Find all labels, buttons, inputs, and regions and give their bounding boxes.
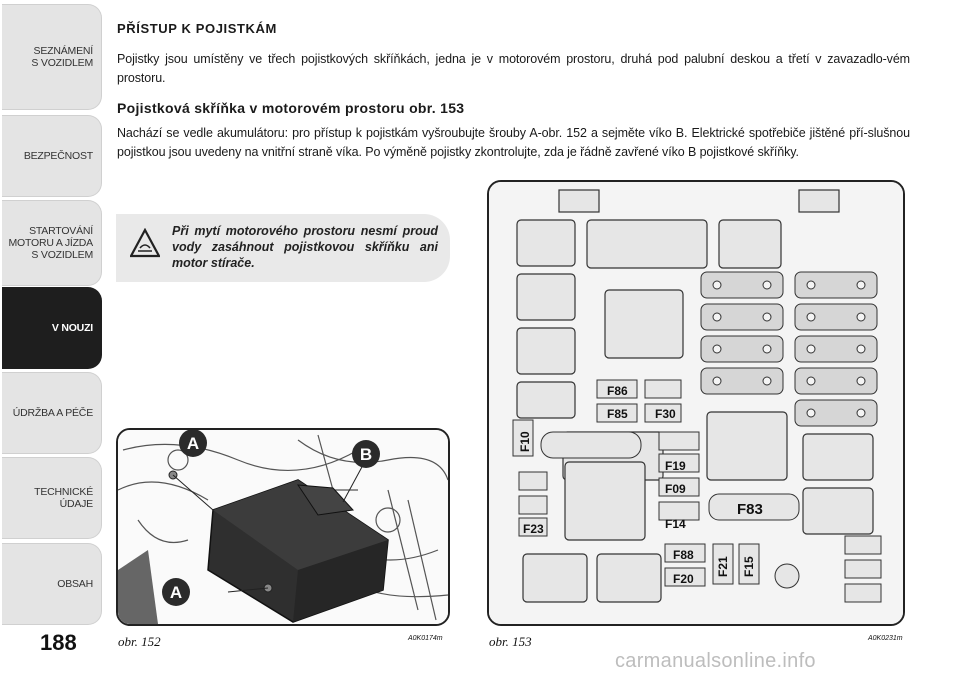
warning-text: Při mytí motorového prostoru nesmí proud… [172,224,438,270]
watermark: carmanualsonline.info [615,650,816,672]
intro-paragraph: Pojistky jsou umístěny ve třech pojistko… [117,52,910,85]
fuse-label-f15: F15 [742,556,756,577]
callout-a-top: A [179,430,207,457]
fuse-label-f23: F23 [523,522,544,536]
warning-triangle-icon [130,228,160,258]
callout-a-bottom: A [162,578,190,606]
sidebar-tab-bezpecnost[interactable]: BEZPEČNOST [2,115,102,197]
section-heading: PŘÍSTUP K POJISTKÁM [117,21,277,36]
svg-text:B: B [360,445,372,464]
sidebar-tab-seznameni[interactable]: SEZNÁMENÍ S VOZIDLEM [2,4,102,110]
fuse-label-f10: F10 [518,431,532,452]
figure-152-caption: obr. 152 [118,634,161,649]
callout-b: B [352,440,380,468]
svg-text:A: A [187,434,199,453]
sidebar-tab-startovani[interactable]: STARTOVÁNÍ MOTORU A JÍZDA S VOZIDLEM [2,200,102,286]
engine-bay-illustration: A B A [118,430,448,624]
figure-152-engine-bay: A B A [116,428,450,626]
figure-153-code: A0K0231m [868,635,903,642]
page-number: 188 [40,630,77,655]
fuse-label-f86: F86 [607,384,628,398]
fuse-label-f14: F14 [665,517,686,531]
sidebar-tab-technicke[interactable]: TECHNICKÉ ÚDAJE [2,457,102,539]
fuse-label-f20: F20 [673,572,694,586]
sidebar-tab-v-nouzi[interactable]: V NOUZI [2,287,102,369]
svg-text:A: A [170,583,182,602]
fuse-label-f30: F30 [655,407,676,421]
fuse-label-f19: F19 [665,459,686,473]
fuse-label-f85: F85 [607,407,628,421]
sidebar-tab-obsah[interactable]: OBSAH [2,543,102,625]
fuse-label-f21: F21 [716,556,730,577]
sidebar-tab-udrzba[interactable]: ÚDRŽBA A PÉČE [2,372,102,454]
fuse-label-f83: F83 [737,501,763,518]
figure-153-caption: obr. 153 [489,634,532,649]
figure-152-code: A0K0174m [408,635,443,642]
warning-box: Při mytí motorového prostoru nesmí proud… [116,214,450,282]
fuse-label-f09: F09 [665,482,686,496]
subsection-heading: Pojistková skříňka v motorovém prostoru … [117,100,465,116]
fuse-label-f88: F88 [673,548,694,562]
figure-153-fuse-box: F86 F85 F30 F10 F19 F09 F14 F83 F23 F88 … [487,180,905,626]
fuse-box-diagram: F86 F85 F30 F10 F19 F09 F14 F83 F23 F88 … [489,182,903,624]
body-paragraph: Nachází se vedle akumulátoru: pro přístu… [117,126,910,159]
